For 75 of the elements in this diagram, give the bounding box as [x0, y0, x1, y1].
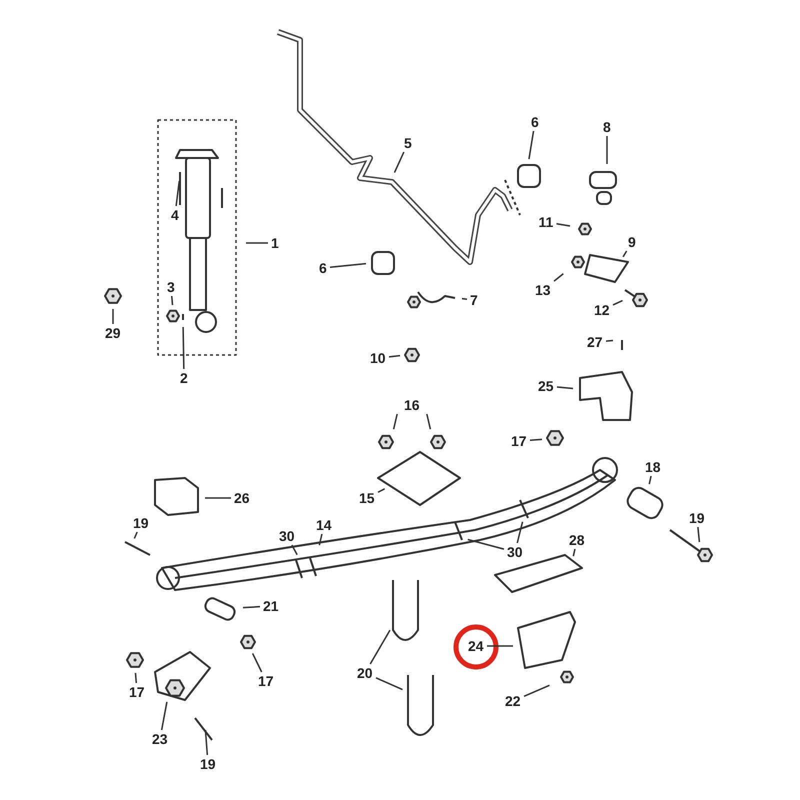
leader-line — [697, 526, 700, 542]
leader-line — [556, 386, 574, 390]
callout-number: 15 — [358, 490, 376, 506]
callout-number: 28 — [568, 532, 586, 548]
leader-line — [462, 298, 468, 300]
callout-number: 16 — [403, 397, 421, 413]
callout-number: 4 — [170, 207, 180, 223]
callout-number: 25 — [537, 378, 555, 394]
leader-line — [468, 538, 504, 550]
leader-line — [160, 702, 168, 730]
leader-line — [205, 497, 231, 499]
callout-number: 19 — [199, 756, 217, 772]
leader-line — [516, 522, 524, 544]
leader-line — [134, 532, 138, 539]
leader-line — [426, 414, 432, 430]
leader-line — [318, 534, 323, 546]
callout-number: 19 — [132, 515, 150, 531]
leader-line — [388, 354, 400, 358]
leader-line — [606, 340, 614, 342]
callout-number: 21 — [262, 598, 280, 614]
callout-number: 6 — [318, 260, 328, 276]
callout-number: 30 — [506, 544, 524, 560]
callout-number: 19 — [688, 510, 706, 526]
leader-line — [648, 476, 652, 484]
callout-number: 17 — [510, 433, 528, 449]
leader-line — [370, 630, 391, 664]
leader-line — [612, 300, 623, 306]
leader-line — [528, 130, 534, 160]
leader-line — [242, 606, 260, 608]
callout-number: 18 — [644, 459, 662, 475]
callout-number: 1 — [270, 235, 280, 251]
callout-number: 11 — [538, 214, 554, 230]
leader-line — [204, 730, 208, 756]
leader-line — [606, 136, 608, 164]
leader-line — [252, 653, 262, 672]
leader-line — [112, 309, 114, 324]
leader-line — [524, 684, 550, 697]
leader-line — [392, 414, 398, 430]
callout-number: 5 — [403, 135, 413, 151]
callout-number: 24 — [467, 638, 485, 654]
leader-line — [530, 438, 542, 441]
leader-line — [330, 262, 366, 268]
callout-number: 27 — [586, 334, 604, 350]
leader-line — [572, 548, 576, 556]
callout-number: 30 — [278, 528, 296, 544]
leader-line — [246, 242, 268, 244]
leader-line — [175, 180, 180, 206]
callout-number: 23 — [151, 731, 169, 747]
callout-number: 8 — [602, 119, 612, 135]
leader-line — [378, 488, 386, 493]
leader-line — [376, 677, 403, 690]
callout-number: 29 — [104, 325, 122, 341]
leader-line — [171, 296, 174, 306]
leader-line — [291, 544, 298, 556]
leader-line — [182, 326, 185, 370]
leader-line — [134, 672, 138, 684]
callout-number: 2 — [179, 370, 189, 386]
callout-number: 10 — [369, 350, 387, 366]
callout-number: 17 — [257, 673, 275, 689]
leader-line — [556, 223, 570, 227]
callout-number: 7 — [469, 292, 479, 308]
leader-line — [622, 250, 628, 258]
callout-number: 17 — [128, 684, 146, 700]
leader-line — [394, 152, 405, 173]
callout-number: 22 — [504, 693, 522, 709]
callout-number: 6 — [530, 114, 540, 130]
callout-number: 13 — [534, 282, 552, 298]
callout-number: 14 — [315, 517, 333, 533]
callout-number: 20 — [356, 665, 374, 681]
callout-number: 26 — [233, 490, 251, 506]
leader-line — [554, 273, 564, 282]
callout-number: 9 — [627, 234, 637, 250]
callout-number: 3 — [166, 279, 176, 295]
leader-line — [487, 645, 513, 647]
callout-number: 12 — [593, 302, 611, 318]
